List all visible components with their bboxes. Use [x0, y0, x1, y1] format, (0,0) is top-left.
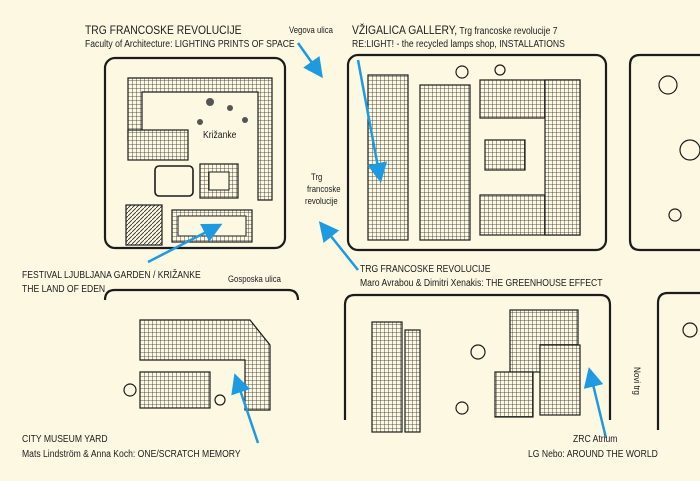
- block-zrc: [343, 293, 612, 433]
- street-novi-trg: Novi trg: [632, 367, 642, 395]
- arrow-vegova: [296, 42, 323, 79]
- label-festival-line1: FESTIVAL LJUBLJANA GARDEN / KRIŽANKE: [22, 270, 201, 281]
- street-krizanke: Križanke: [203, 130, 237, 141]
- arrow-festival: [147, 223, 223, 264]
- label-trg-top-title: TRG FRANCOSKE REVOLUCIJE: [85, 23, 242, 37]
- block-krizanke: [103, 56, 287, 250]
- label-vzigalica-title: VŽIGALICA GALLERY, Trg francoske revoluc…: [352, 23, 558, 39]
- label-trg-top-subtitle: Faculty of Architecture: LIGHTING PRINTS…: [85, 39, 295, 50]
- arrow-trg-bottom: [318, 221, 359, 271]
- street-vegova: Vegova ulica: [289, 25, 333, 35]
- arrow-city-museum: [231, 373, 260, 444]
- street-gosposka: Gosposka ulica: [228, 274, 281, 284]
- label-vzigalica-subtitle: RE:LIGHT! - the recycled lamps shop, INS…: [352, 39, 565, 50]
- block-right-top: [628, 53, 700, 252]
- label-trg-bottom-subtitle: Maro Avrabou & Dimitri Xenakis: THE GREE…: [360, 278, 603, 289]
- arrow-zrc: [583, 367, 608, 439]
- block-city-museum: [103, 288, 300, 411]
- label-vzigalica-title-main: VŽIGALICA GALLERY,: [352, 23, 458, 37]
- label-vzigalica-title-rest: Trg francoske revolucije 7: [457, 26, 558, 37]
- label-city-museum-title: CITY MUSEUM YARD: [22, 434, 108, 445]
- block-right-bottom: [656, 291, 700, 430]
- label-city-museum-subtitle: Mats Lindström & Anna Koch: ONE/SCRATCH …: [22, 449, 241, 460]
- block-vzigalica: [346, 53, 608, 252]
- arrow-vzigalica: [356, 59, 388, 183]
- arrows: [147, 42, 608, 444]
- label-zrc-subtitle: LG Nebo: AROUND THE WORLD: [528, 449, 658, 460]
- street-trg-1: Trg: [311, 172, 323, 182]
- label-festival-line2: THE LAND OF EDEN: [22, 284, 106, 295]
- label-zrc-title: ZRC Atrium: [573, 434, 618, 445]
- label-trg-bottom-title: TRG FRANCOSKE REVOLUCIJE: [360, 264, 491, 275]
- street-trg-2: francoske: [307, 184, 341, 194]
- street-trg-3: revolucije: [305, 196, 338, 206]
